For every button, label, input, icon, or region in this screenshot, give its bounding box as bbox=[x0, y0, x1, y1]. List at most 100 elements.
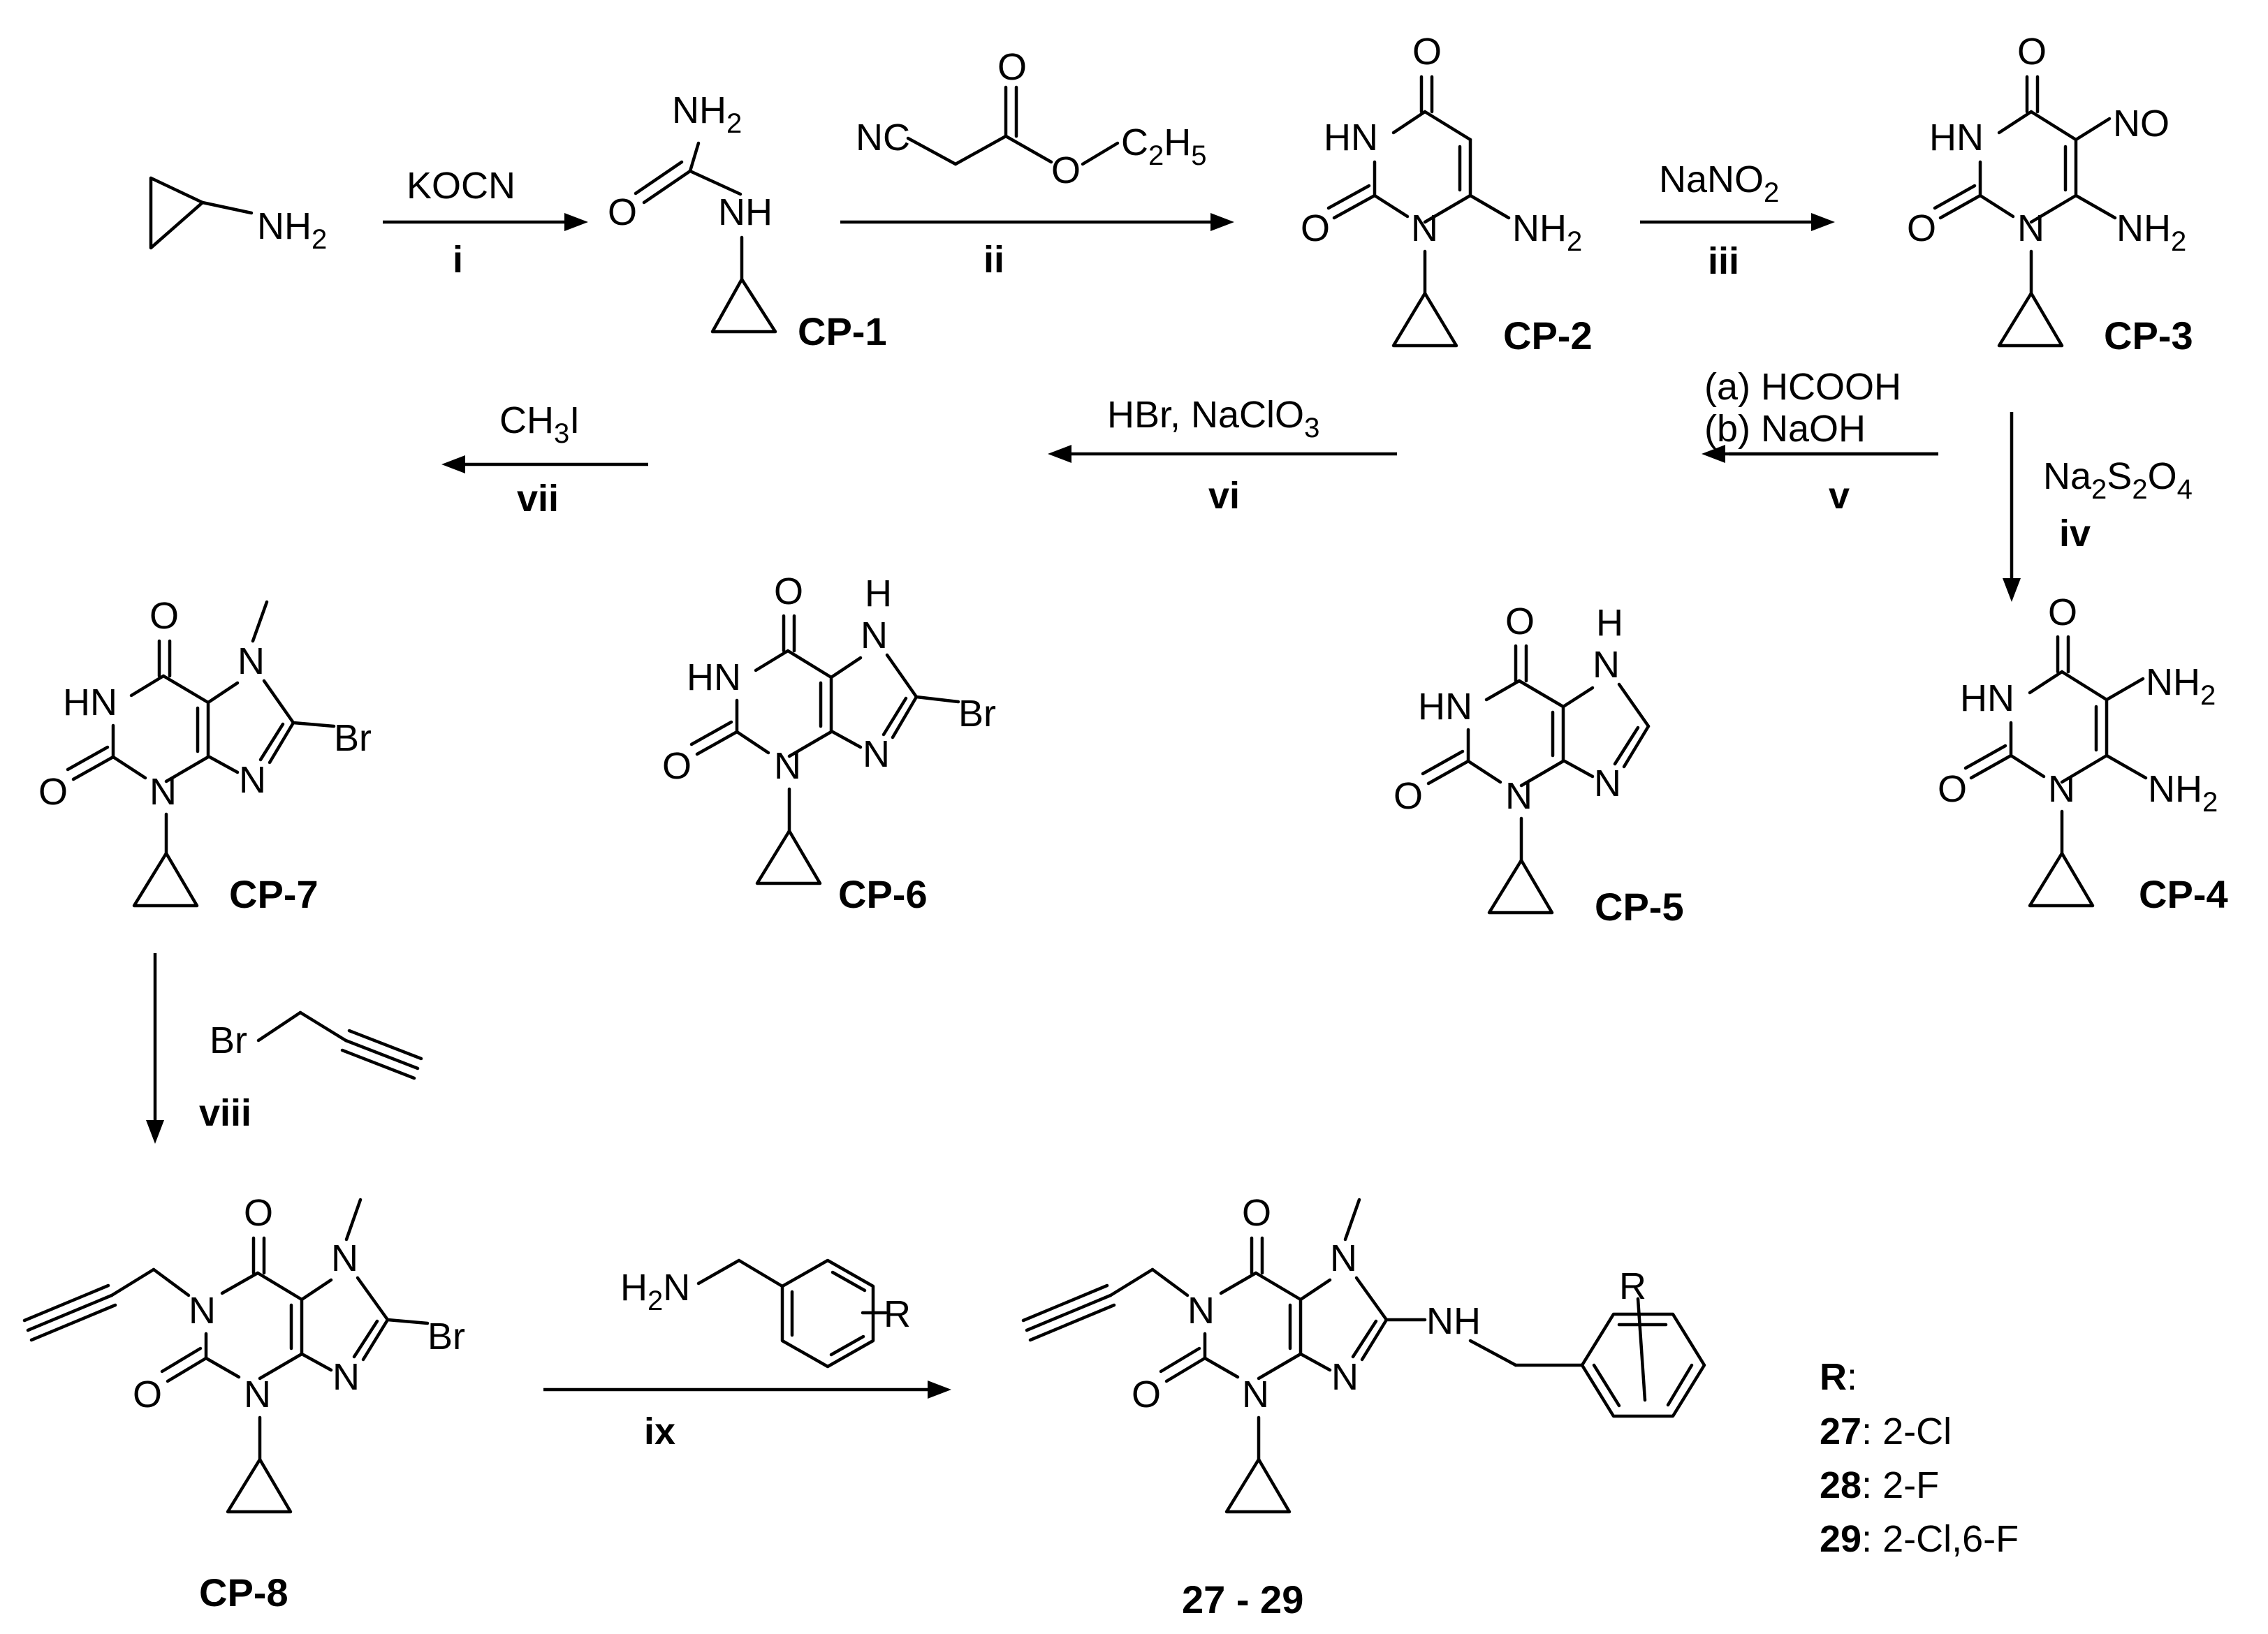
arrow-step-iii: NaNO2 iii bbox=[1640, 159, 1835, 282]
svg-text:O: O bbox=[2048, 591, 2077, 633]
cyclopropylamine: NH2 bbox=[149, 176, 327, 255]
cp4-nh2-bottom-label: NH2 bbox=[2148, 768, 2218, 818]
nitroso-label: NO bbox=[2113, 103, 2170, 145]
cp-4-label: CP-4 bbox=[2139, 872, 2228, 916]
svg-text:N: N bbox=[332, 1356, 360, 1398]
cp-4-structure: O NH2 HN O N NH2 CP-4 bbox=[1938, 591, 2228, 916]
svg-text:O: O bbox=[1051, 149, 1081, 191]
arrow-step-ix: H2N R ix bbox=[543, 1258, 951, 1452]
cp7-hn-label: HN bbox=[63, 682, 117, 723]
svg-text:O: O bbox=[1132, 1374, 1161, 1415]
substituent-legend: R: 27: 2-Cl 28: 2-F 29: 2-Cl,6-F bbox=[1820, 1356, 2019, 1560]
propargyl-br-label: Br bbox=[210, 1020, 247, 1061]
svg-text:N: N bbox=[1187, 1290, 1215, 1332]
cp6-br-label: Br bbox=[958, 693, 996, 735]
svg-text:N: N bbox=[239, 759, 266, 801]
svg-text:N: N bbox=[331, 1237, 358, 1279]
final-product-structure: O N O N N N NH R bbox=[1021, 1192, 1706, 1621]
svg-text:N: N bbox=[1242, 1374, 1269, 1415]
nitrile-label: NC bbox=[856, 117, 910, 159]
cp-6-label: CP-6 bbox=[838, 872, 928, 916]
arrow-step-iv: Na2S2O4 iv bbox=[2003, 412, 2193, 602]
svg-text:N: N bbox=[1594, 763, 1621, 804]
final-r-label: R bbox=[1619, 1265, 1646, 1307]
ethyl-label: C2H5 bbox=[1121, 122, 1207, 171]
svg-text:O: O bbox=[133, 1374, 162, 1415]
svg-text:O: O bbox=[1412, 31, 1442, 73]
cp7-br-label: Br bbox=[334, 717, 372, 759]
legend-row-27: 27: 2-Cl bbox=[1820, 1411, 1952, 1452]
svg-text:N: N bbox=[2017, 207, 2044, 249]
svg-text:O: O bbox=[244, 1192, 273, 1234]
step-label-viii: viii bbox=[199, 1092, 251, 1134]
step-label-v: v bbox=[1829, 475, 1850, 517]
legend-row-29: 29: 2-Cl,6-F bbox=[1820, 1518, 2019, 1560]
cp-7-structure: O HN O N N N Br CP-7 bbox=[38, 595, 372, 916]
cp6-hn-label: HN bbox=[687, 656, 741, 698]
cp1-nh-label: NH bbox=[718, 191, 773, 233]
svg-text:O: O bbox=[1393, 775, 1423, 817]
reagent-kocn: KOCN bbox=[407, 165, 515, 207]
svg-text:N: N bbox=[1331, 1356, 1359, 1398]
cp-6-structure: O HN O N N H N Br CP-6 bbox=[662, 571, 996, 916]
arrow-step-i: KOCN i bbox=[383, 165, 588, 281]
svg-text:N: N bbox=[237, 640, 265, 682]
cp-2-label: CP-2 bbox=[1503, 314, 1593, 358]
final-nh-label: NH bbox=[1426, 1300, 1481, 1342]
reagent-methyl-iodide: CH3I bbox=[499, 399, 580, 449]
cp5-hn-label: HN bbox=[1418, 686, 1472, 728]
cp3-hn-label: HN bbox=[1929, 117, 1984, 159]
svg-text:O: O bbox=[1505, 601, 1535, 642]
cp4-hn-label: HN bbox=[1960, 677, 2014, 719]
svg-text:N: N bbox=[189, 1290, 216, 1332]
cp-1-label: CP-1 bbox=[798, 309, 887, 353]
cp-8-structure: O N O N N N Br CP-8 bbox=[22, 1192, 465, 1614]
svg-text:H: H bbox=[1596, 602, 1623, 644]
amine-label: NH2 bbox=[257, 205, 327, 255]
svg-text:O: O bbox=[1301, 207, 1330, 249]
cp2-hn-label: HN bbox=[1324, 117, 1378, 159]
cp-1-structure: NH2 O NH CP-1 bbox=[608, 89, 887, 353]
cp-3-label: CP-3 bbox=[2104, 314, 2193, 358]
svg-text:O: O bbox=[1242, 1192, 1271, 1234]
reagent-naoh: (b) NaOH bbox=[1704, 408, 1866, 450]
svg-text:O: O bbox=[608, 191, 637, 233]
legend-title: R: bbox=[1820, 1356, 1857, 1398]
reagent-formic-acid: (a) HCOOH bbox=[1704, 366, 1901, 408]
svg-text:N: N bbox=[861, 614, 888, 656]
cp4-nh2-top-label: NH2 bbox=[2146, 661, 2216, 711]
cp2-nh2-label: NH2 bbox=[1512, 207, 1582, 257]
svg-text:N: N bbox=[1330, 1237, 1357, 1279]
step-label-ii: ii bbox=[983, 239, 1004, 281]
step-label-i: i bbox=[453, 239, 463, 281]
arrow-step-vii: CH3I vii bbox=[441, 399, 648, 520]
svg-text:N: N bbox=[1593, 644, 1620, 686]
cp-5-structure: O HN O N N H N CP-5 bbox=[1393, 601, 1684, 929]
step-label-ix: ix bbox=[644, 1411, 675, 1452]
step-label-vii: vii bbox=[517, 478, 559, 520]
svg-text:N: N bbox=[774, 745, 801, 787]
svg-text:O: O bbox=[774, 571, 803, 612]
reagent-hbr-naclo3: HBr, NaClO3 bbox=[1107, 394, 1319, 443]
arrow-step-ii: NC O O C2H5 ii bbox=[840, 46, 1234, 281]
cp-2-structure: O HN O N NH2 CP-2 bbox=[1301, 31, 1593, 358]
svg-text:N: N bbox=[244, 1374, 271, 1415]
svg-text:N: N bbox=[2048, 768, 2075, 810]
svg-text:O: O bbox=[1907, 207, 1936, 249]
cp3-nh2-label: NH2 bbox=[2116, 207, 2186, 257]
svg-text:O: O bbox=[997, 46, 1027, 88]
svg-text:O: O bbox=[149, 595, 179, 637]
arrow-step-viii: Br viii bbox=[146, 953, 423, 1144]
benzylamine-h2n-label: H2N bbox=[620, 1267, 690, 1316]
benzylamine-r-label: R bbox=[884, 1293, 911, 1335]
reagent-nano2: NaNO2 bbox=[1659, 159, 1779, 208]
svg-text:N: N bbox=[1411, 207, 1438, 249]
svg-text:H: H bbox=[865, 573, 892, 614]
cp-3-structure: O NO HN O N NH2 CP-3 bbox=[1907, 31, 2193, 358]
step-label-vi: vi bbox=[1208, 475, 1240, 517]
svg-text:O: O bbox=[1938, 768, 1967, 810]
arrow-step-vi: HBr, NaClO3 vi bbox=[1048, 394, 1397, 517]
svg-text:O: O bbox=[38, 771, 68, 813]
step-label-iii: iii bbox=[1708, 240, 1739, 282]
